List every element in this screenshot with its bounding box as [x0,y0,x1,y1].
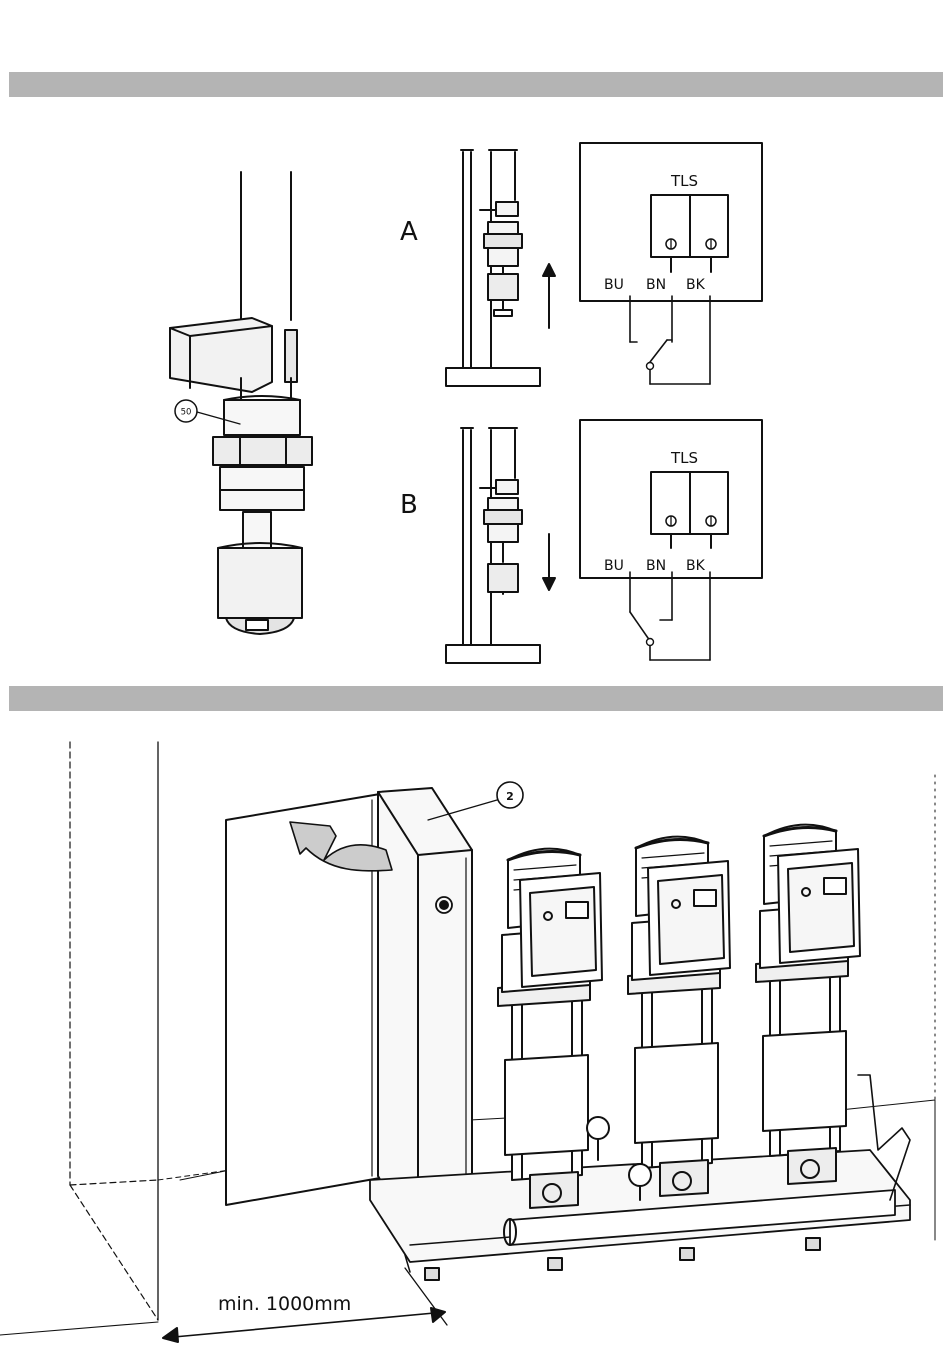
diagram-a [446,143,762,386]
float-switch-callout-label: 50 [181,408,192,418]
diagram-a-terminal-bu: BU [604,277,624,293]
diagram-b [446,420,762,663]
diagram-b-tls-label: TLS [670,449,698,467]
pump-3 [756,825,910,1200]
diagram-a-terminal-bk: BK [686,277,706,293]
diagram-b-terminal-bk: BK [686,558,706,574]
diagram-b-terminal-bn: BN [646,558,666,574]
pump-1 [498,849,602,1208]
diagram-a-terminal-bn: BN [646,277,666,293]
diagram-a-letter: A [400,217,418,247]
installation-illustration [0,742,935,1342]
diagram-b-letter: B [400,490,418,520]
installation-callout-label: 2 [506,790,514,803]
float-switch-illustration [170,172,312,634]
clearance-dimension-label: min. 1000mm [218,1293,351,1315]
diagram-a-tls-label: TLS [670,172,698,190]
pump-2 [587,837,730,1200]
diagram-b-terminal-bu: BU [604,558,624,574]
